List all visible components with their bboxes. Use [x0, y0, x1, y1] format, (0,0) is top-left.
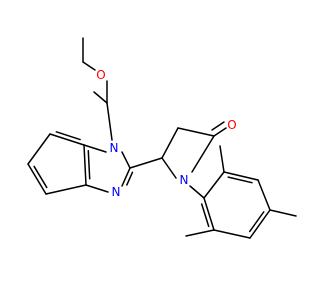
n-aryl-bond: [189, 185, 205, 199]
benzene-bond: [49, 133, 85, 146]
methyl-bond: [269, 209, 297, 217]
pyrrolidinone-bond: [161, 157, 177, 179]
ring-double-bond: [126, 171, 134, 186]
mesityl-bond: [203, 197, 215, 231]
benzimidazole-n1-label: N: [110, 141, 119, 155]
carbonyl-oxygen-label: O: [227, 118, 236, 132]
atom-label-layer: O N N N O: [96, 68, 236, 199]
pyrrolidinone-bond: [161, 127, 179, 159]
benzene-bond: [45, 184, 87, 195]
mesityl-bond: [203, 171, 225, 199]
structure-canvas: O N N N O: [27, 37, 297, 239]
benzene-bond: [27, 133, 51, 165]
methyl-bond: [185, 229, 215, 237]
mesityl-bond: [257, 179, 271, 211]
mesityl-bond: [223, 171, 259, 181]
molecule-structure: O N N N O: [27, 37, 297, 239]
ring-bond: [121, 167, 131, 187]
carbonyl-bond: [211, 121, 225, 131]
ring-bond: [83, 144, 87, 186]
pyrrolidinone-nitrogen-label: N: [180, 173, 189, 187]
benzene-double-bond: [87, 150, 91, 180]
pyrrolidinone-bond: [177, 127, 215, 137]
linker-bond: [129, 157, 163, 169]
ring-bond: [85, 184, 109, 193]
pyrrolidinone-bond: [191, 135, 215, 173]
ring-bond: [121, 151, 131, 169]
benzene-double-bond: [33, 165, 48, 189]
mesityl-bond: [249, 209, 271, 239]
mesityl-double-bond: [200, 203, 210, 228]
ring-bond: [83, 144, 107, 153]
mesityl-bond: [213, 229, 251, 239]
benzene-bond: [27, 163, 47, 195]
benzimidazole-n3-label: N: [112, 185, 121, 199]
mesityl-double-bond: [227, 176, 253, 184]
ethyl-chain-bond: [106, 102, 113, 141]
benzene-double-bond: [55, 131, 81, 141]
methyl-bond: [219, 145, 225, 173]
carbonyl-bond: [213, 127, 227, 137]
methoxy-oxygen-label: O: [96, 68, 105, 82]
mesityl-double-bond: [248, 211, 265, 233]
bond-layer: [27, 37, 297, 239]
ethyl-chain-bond: [93, 91, 108, 104]
methyl-to-oxygen-bond: [82, 61, 96, 71]
